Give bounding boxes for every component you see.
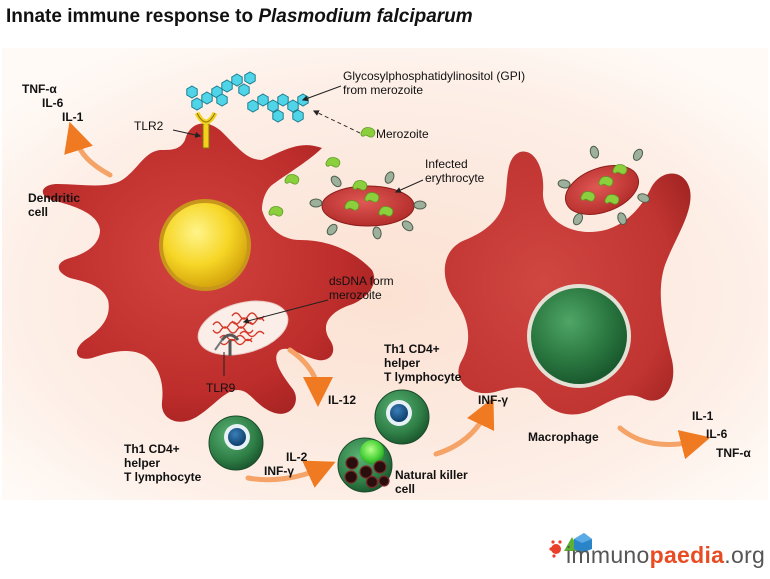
cytokine-arrows bbox=[64, 121, 711, 488]
merozoite-1 bbox=[284, 174, 300, 185]
th1-t-cell-right bbox=[374, 389, 430, 445]
tlr9-label: TLR9 bbox=[206, 381, 236, 395]
logo-part-1: immuno bbox=[566, 542, 650, 568]
dc-cytokine-3: IL-1 bbox=[62, 110, 84, 124]
dsdna-label-2: merozoite bbox=[329, 288, 382, 302]
merozoite-3 bbox=[268, 206, 284, 217]
immunopaedia-logo-mark bbox=[549, 533, 592, 558]
infected-erythrocyte-1 bbox=[309, 169, 427, 241]
merozoite-2 bbox=[325, 157, 341, 168]
logo-part-2: paedia bbox=[649, 542, 725, 568]
dendritic-label-2: cell bbox=[28, 205, 48, 219]
arrow-dc-out bbox=[64, 121, 113, 178]
arrow-mac-out bbox=[617, 425, 711, 460]
infected-label-2: erythrocyte bbox=[425, 171, 485, 185]
natural-killer-cell bbox=[337, 437, 393, 493]
arrow-t-out bbox=[245, 460, 336, 488]
tlr2-label: TLR2 bbox=[134, 119, 164, 133]
leader-lines bbox=[172, 85, 424, 376]
th1-t-cell-left bbox=[208, 415, 264, 471]
merozoite-free bbox=[360, 127, 376, 138]
tlr2-receptor bbox=[194, 111, 218, 149]
mac-cytokine-2: IL-6 bbox=[706, 427, 728, 441]
dc-cytokine-2: IL-6 bbox=[42, 96, 64, 110]
th1-right-label-3: T lymphocyte bbox=[384, 370, 462, 384]
mac-cytokine-3: TNF-α bbox=[716, 446, 751, 460]
arrow-il12 bbox=[287, 347, 333, 407]
dc-cytokine-1: TNF-α bbox=[22, 82, 57, 96]
th1-right-label-2: helper bbox=[384, 356, 420, 370]
nk-cytokine: INF-γ bbox=[478, 393, 508, 407]
merozoite-label: Merozoite bbox=[376, 127, 429, 141]
nk-label-2: cell bbox=[395, 482, 415, 496]
t-cytokine-2: INF-γ bbox=[264, 464, 294, 478]
th1-left-label-2: helper bbox=[124, 456, 160, 470]
macrophage-nucleus bbox=[531, 288, 627, 384]
gpi-label: Glycosylphosphatidylinositol (GPI) bbox=[343, 69, 525, 83]
title-prefix: Innate immune response to bbox=[6, 6, 259, 27]
nk-label-1: Natural killer bbox=[395, 468, 468, 482]
mac-cytokine-1: IL-1 bbox=[692, 409, 714, 423]
th1-right-label-1: Th1 CD4+ bbox=[384, 342, 440, 356]
infected-erythrocyte-2 bbox=[556, 144, 652, 227]
tlr9-receptor bbox=[214, 333, 240, 356]
arrow-nk-out bbox=[433, 397, 495, 457]
dsdna-label-1: dsDNA form bbox=[329, 274, 394, 288]
il12-label: IL-12 bbox=[328, 393, 356, 407]
th1-left-label-3: T lymphocyte bbox=[124, 470, 202, 484]
t-cytokine-1: IL-2 bbox=[286, 450, 308, 464]
page-title: Innate immune response to Plasmodium fal… bbox=[6, 6, 473, 28]
th1-left-label-1: Th1 CD4+ bbox=[124, 442, 180, 456]
dendritic-nucleus bbox=[163, 203, 247, 287]
merozoite-to-gpi-arrow bbox=[312, 110, 361, 134]
title-species: Plasmodium falciparum bbox=[258, 6, 473, 27]
dendritic-label-1: Dendritic bbox=[28, 191, 80, 205]
macrophage-label: Macrophage bbox=[528, 430, 599, 444]
infected-label-1: Infected bbox=[425, 157, 468, 171]
gpi-label-2: from merozoite bbox=[343, 83, 423, 97]
logo-part-3: .org bbox=[724, 542, 766, 568]
immunopaedia-logo-text[interactable]: immunopaedia.org bbox=[566, 542, 765, 569]
